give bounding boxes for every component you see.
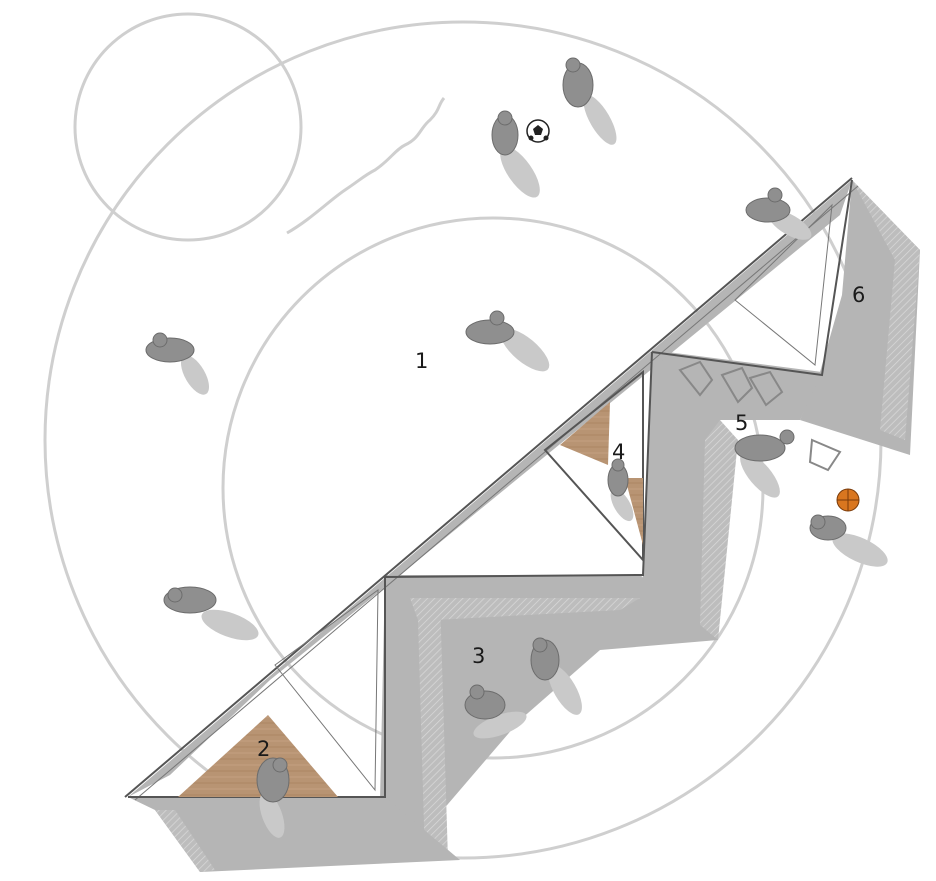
hatch-zone-3b	[410, 598, 640, 620]
person-figure-icon	[491, 110, 540, 198]
person-figure-icon	[607, 458, 634, 522]
zone-label-5: 5	[735, 411, 748, 435]
person-figure-icon	[745, 187, 812, 240]
person-figure-icon	[562, 57, 617, 145]
triangle-zone-6-inner	[734, 203, 833, 366]
person-figure-icon	[465, 310, 550, 372]
basketball-icon	[836, 488, 860, 512]
people-figures	[145, 57, 888, 838]
person-figure-icon	[256, 757, 290, 838]
person-figure-icon	[530, 637, 582, 715]
shadow-zone-5	[640, 350, 822, 640]
wood-floor-zone-4b	[625, 478, 643, 545]
diagonal-wall-inner	[134, 185, 859, 801]
structure-shadows	[128, 180, 920, 872]
module-zone-5	[651, 179, 853, 377]
person-figure-icon	[464, 684, 527, 739]
wood-floor-zone-4a	[560, 402, 610, 465]
small-court-circle	[73, 12, 303, 242]
person-figure-icon	[163, 586, 259, 641]
diagonal-wall-outer	[124, 177, 853, 798]
bike-rack-icon	[678, 360, 842, 472]
hatch-zone-3	[410, 598, 448, 860]
triangle-zone-2-inner	[274, 589, 379, 792]
module-zone-3	[384, 351, 653, 578]
wood-floor-zone-2	[178, 715, 338, 797]
zone-label-4: 4	[612, 440, 625, 464]
hatch-zone-6	[852, 180, 920, 440]
shadow-zone-2	[128, 797, 460, 872]
person-figure-icon	[809, 514, 888, 567]
shadow-diagonal-band	[128, 180, 852, 797]
zone-label-1: 1	[415, 349, 428, 373]
zone-label-6: 6	[852, 283, 865, 307]
shadow-zone-3	[380, 575, 718, 860]
zone-label-2: 2	[257, 737, 270, 761]
person-figure-icon	[145, 332, 209, 395]
triangle-zone-4	[543, 369, 644, 563]
hatch-zone-2	[155, 810, 215, 872]
wavy-line	[286, 97, 446, 235]
soccer-ball-icon	[526, 119, 550, 143]
zone-label-3: 3	[472, 644, 485, 668]
zone-labels: 1 2 3 4 5 6	[257, 283, 865, 761]
person-figure-icon	[734, 429, 795, 498]
wood-floors	[178, 402, 643, 797]
hatch-zone-5	[700, 420, 738, 640]
